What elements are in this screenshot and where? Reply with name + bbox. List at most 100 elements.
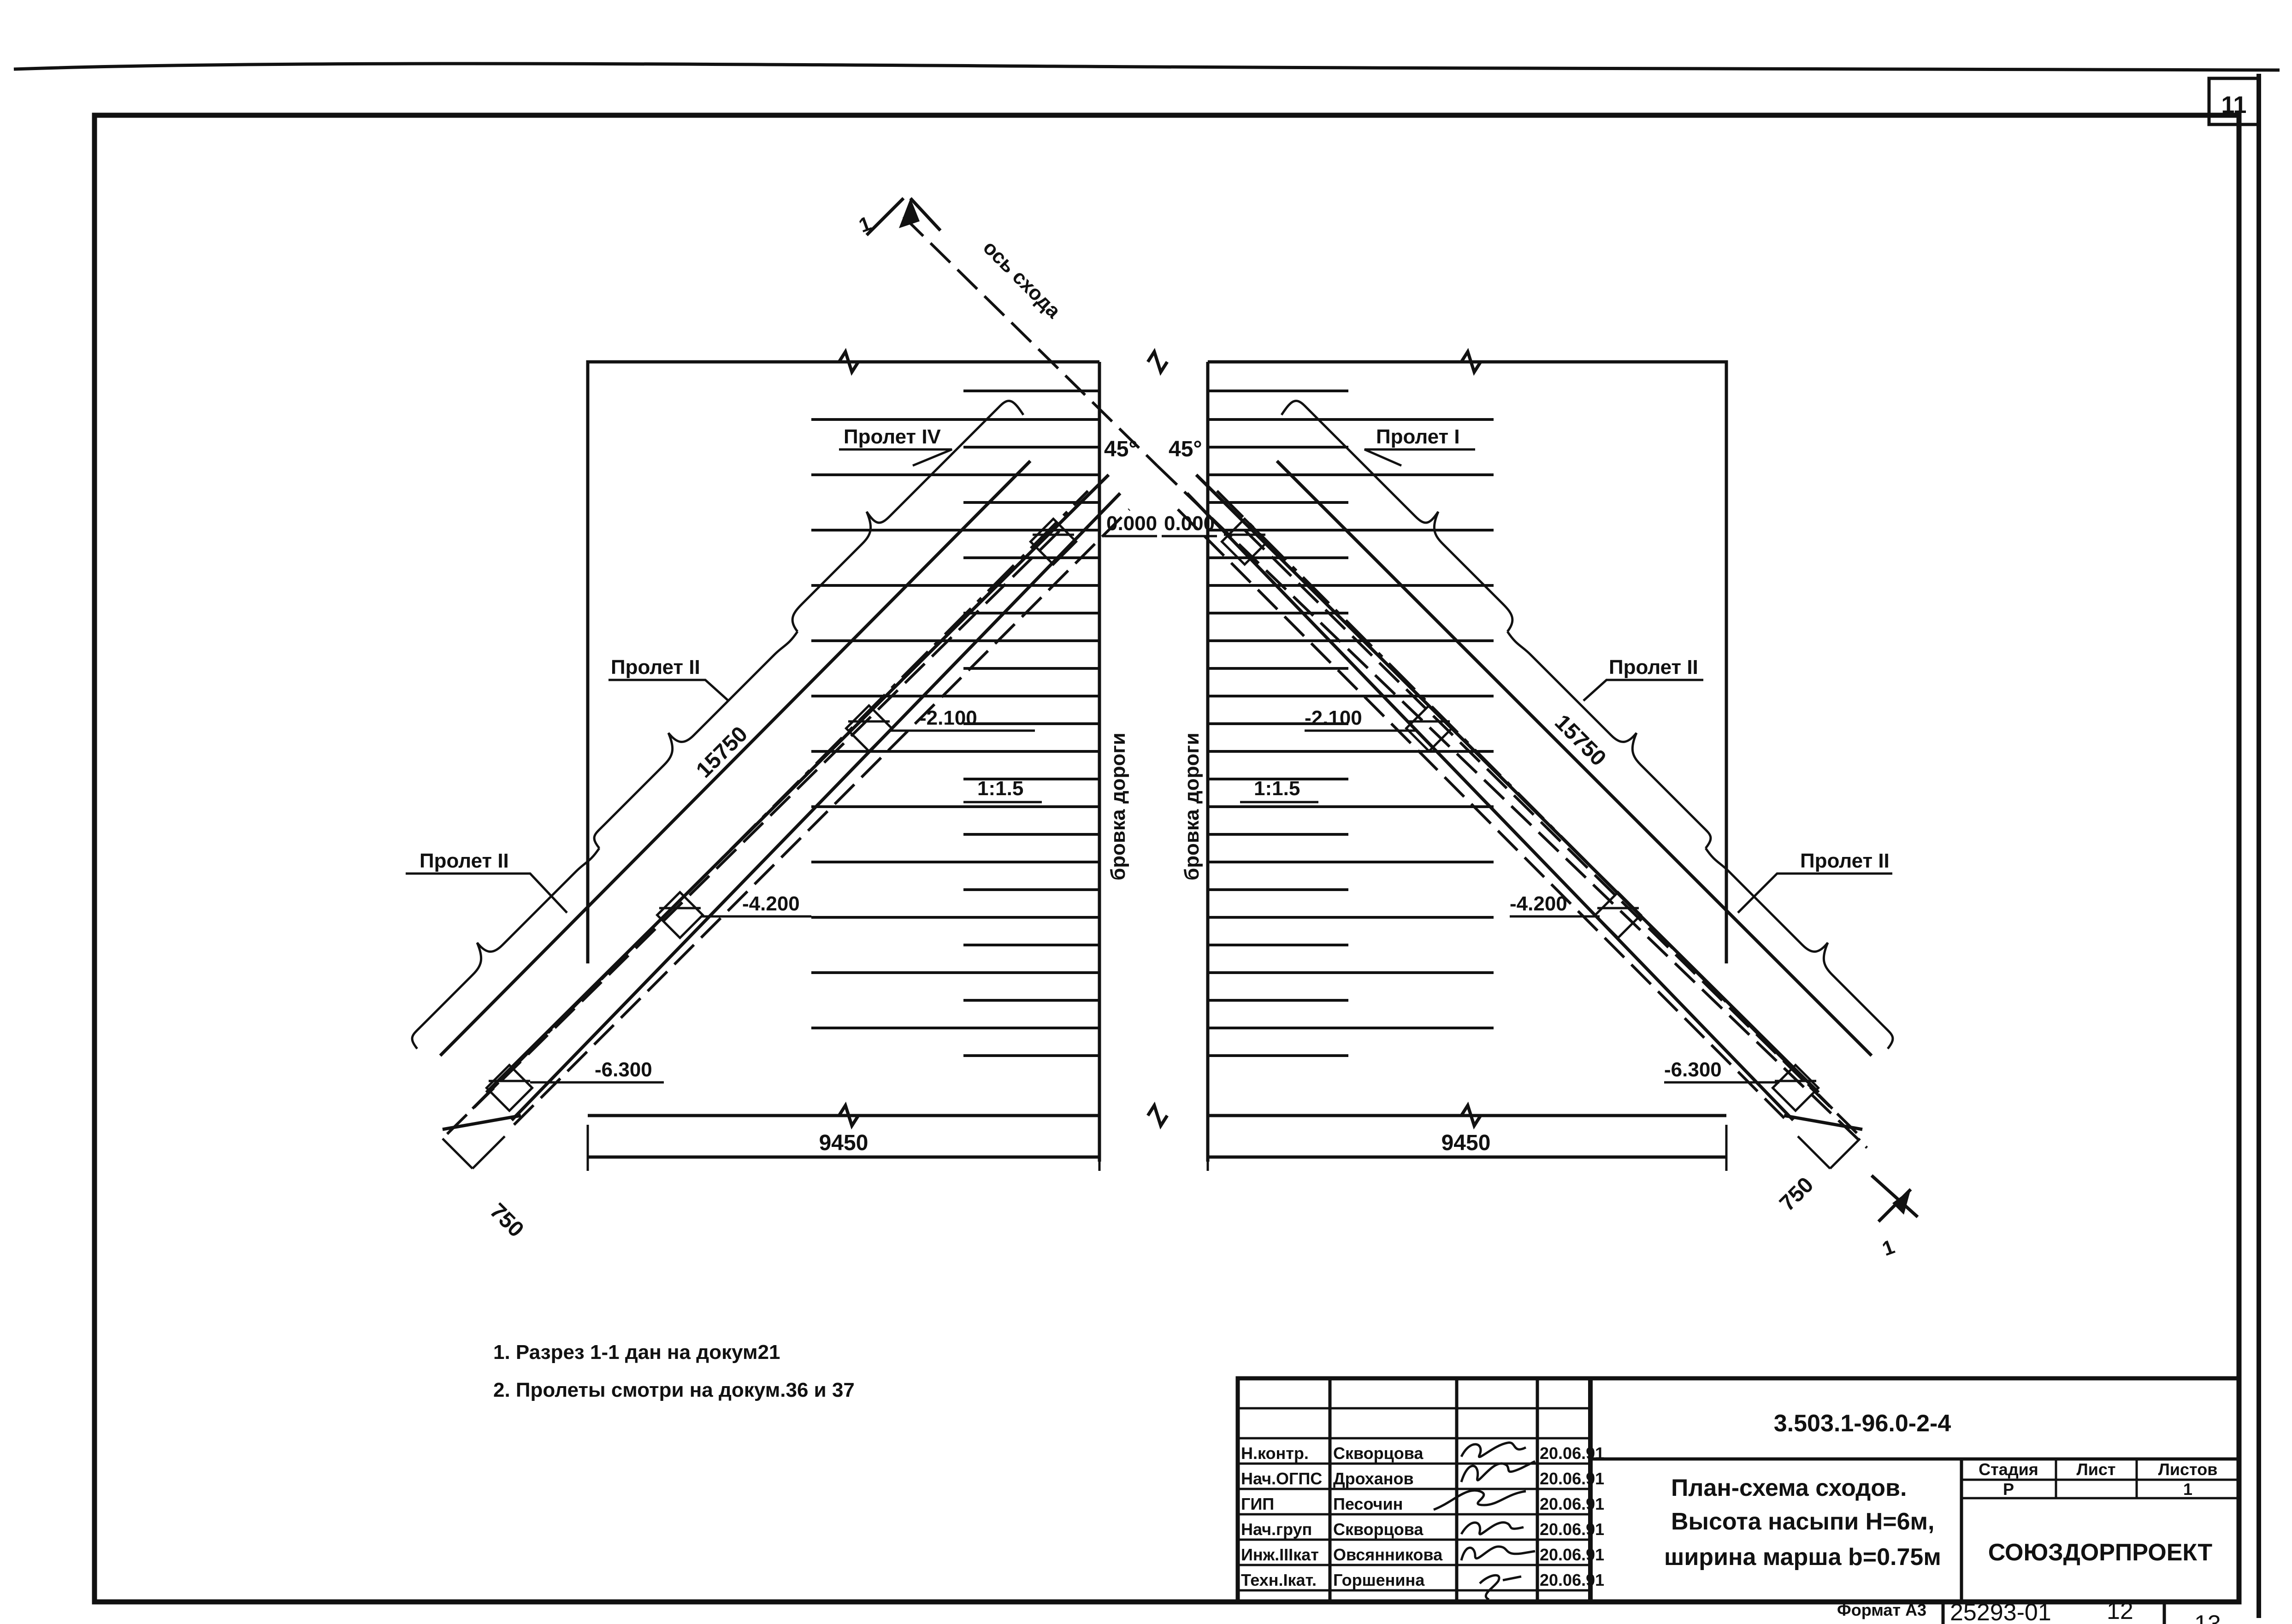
organization: СОЮЗДОРПРОЕКТ (1988, 1539, 2213, 1566)
note-2: 2. Пролеты смотри на докум.36 и 37 (493, 1379, 855, 1401)
span-label-right-top: Пролет I (1376, 425, 1460, 448)
march-left-label: 750 (485, 1199, 528, 1242)
right-stair-end (1784, 1114, 1863, 1131)
span-brace (1280, 400, 1514, 632)
span-brace (791, 400, 1025, 632)
angle-right-label: 45° (1169, 437, 1202, 461)
staff-date: 20.06.91 (1540, 1520, 1604, 1539)
left-stair-outer-edge (439, 460, 1032, 1057)
march-dim-left (442, 1138, 473, 1169)
staff-name: Скворцова (1333, 1444, 1424, 1463)
svg-text:1: 1 (856, 212, 874, 237)
span-label-right-mid: Пролет II (1609, 656, 1698, 679)
span-leader (608, 679, 729, 702)
title-line-2: Высота насыпи Н=6м, (1671, 1508, 1934, 1535)
elev-63-right: -6.300 (1664, 1058, 1722, 1081)
break-mark (1146, 1101, 1169, 1130)
sheet-header: Лист (2076, 1460, 2115, 1479)
staff-date: 20.06.91 (1540, 1571, 1604, 1589)
span-leader (1737, 872, 1892, 914)
elev-21-left: -2.100 (920, 707, 977, 729)
break-mark (1460, 348, 1482, 376)
angle-left-label: 45° (1104, 437, 1138, 461)
stage-value: Р (2003, 1480, 2014, 1499)
elev-21-right: -2.100 (1305, 707, 1362, 729)
break-mark (1460, 1101, 1482, 1130)
right-stair-dashed-edge (1243, 529, 1859, 1135)
width-left-label: 9450 (819, 1131, 868, 1155)
signature (1460, 1460, 1536, 1482)
right-slope-hatching (1208, 390, 1494, 1057)
left-stair-band-bottom (510, 492, 1122, 1122)
format-label: Формат А3 (1837, 1600, 1926, 1619)
staff-date: 20.06.91 (1540, 1444, 1604, 1463)
left-slope-hatching (811, 390, 1099, 1057)
staff-name: Песочин (1333, 1494, 1403, 1513)
signature (1460, 1441, 1527, 1459)
break-mark (1146, 348, 1169, 376)
march-dim-left (472, 1135, 506, 1169)
section-mark-top: 1 (856, 197, 942, 237)
svg-text:1: 1 (1879, 1235, 1898, 1260)
right-stair-band-bottom (1186, 492, 1795, 1122)
sheets-value: 1 (2183, 1480, 2192, 1499)
staff-name: Горшенина (1333, 1571, 1425, 1589)
right-landing-markers (1220, 517, 1820, 1113)
staff-date: 20.06.91 (1540, 1545, 1604, 1564)
staff-name: Скворцова (1333, 1520, 1424, 1539)
break-mark (838, 348, 860, 376)
elev-0-left: 0.000 (1106, 512, 1157, 535)
left-landing-markers (484, 517, 1078, 1113)
elev-42-left: -4.200 (742, 892, 800, 915)
bottom-strip: Формат А3 25293-01 12 13 (1837, 1598, 2221, 1624)
slope-right: 1:1.5 (1254, 777, 1300, 800)
staff-role: Нач.груп (1241, 1520, 1312, 1539)
road-edge-right-label: бровка дороги (1181, 732, 1203, 880)
march-dim-right (1829, 1138, 1861, 1169)
axis-label: ось схода (979, 236, 1065, 323)
span-leader (1364, 448, 1475, 467)
stage-header: Стадия (1979, 1460, 2038, 1479)
signature (1460, 1545, 1536, 1561)
descent-axis-line (902, 215, 1158, 467)
staff-role: Инж.IIIкат (1241, 1545, 1319, 1564)
width-right-label: 9450 (1441, 1131, 1491, 1155)
elev-0-right: 0.000 (1164, 512, 1215, 535)
left-stair-end (442, 1114, 521, 1131)
elev-42-right: -4.200 (1510, 892, 1567, 915)
staff-name: Дроханов (1333, 1469, 1414, 1488)
notes: 1. Разрез 1-1 дан на докум21 2. Пролеты … (493, 1341, 855, 1401)
left-stair-centerline (471, 490, 1089, 1110)
staff-role: Нач.ОГПС (1241, 1469, 1322, 1488)
right-stair-centerline (1216, 490, 1834, 1110)
signature (1433, 1489, 1526, 1511)
drawing-frame (92, 112, 2242, 1605)
break-mark (838, 1101, 860, 1130)
sheet-number-box (2207, 77, 2261, 126)
staff-date: 20.06.91 (1540, 1494, 1604, 1513)
title-line-3: ширина марша b=0.75м (1664, 1544, 1941, 1571)
title-block: 3.503.1-96.0-2-4 План-схема сходов. Высо… (1235, 1376, 2241, 1604)
note-1: 1. Разрез 1-1 дан на докум21 (493, 1341, 780, 1364)
march-right-label: 750 (1775, 1173, 1818, 1216)
span-label-left-top: Пролет IV (844, 425, 941, 448)
span-label-left-bottom: Пролет II (419, 850, 509, 872)
left-stair-dashed-edge (446, 529, 1062, 1135)
span-brace (1704, 847, 1894, 1050)
signature (1460, 1521, 1524, 1535)
section-mark-bottom: 1 (1870, 1174, 1919, 1260)
descent-axis-line (1156, 464, 1868, 1149)
span-brace (593, 631, 799, 849)
doc-code: 3.503.1-96.0-2-4 (1774, 1410, 1951, 1437)
bottom-right-fragment: 13 (2194, 1611, 2221, 1624)
length-right-label: 15750 (1550, 710, 1611, 771)
staff-name: Овсянникова (1333, 1545, 1443, 1564)
right-region-outline (1208, 360, 1728, 963)
road-edge-left-label: бровка дороги (1107, 732, 1129, 880)
span-leader (1583, 679, 1703, 702)
right-stair-dashed-edge (1176, 508, 1792, 1126)
span-label-right-bottom: Пролет II (1800, 850, 1890, 872)
span-brace (1506, 631, 1712, 849)
slope-left: 1:1.5 (977, 777, 1023, 800)
